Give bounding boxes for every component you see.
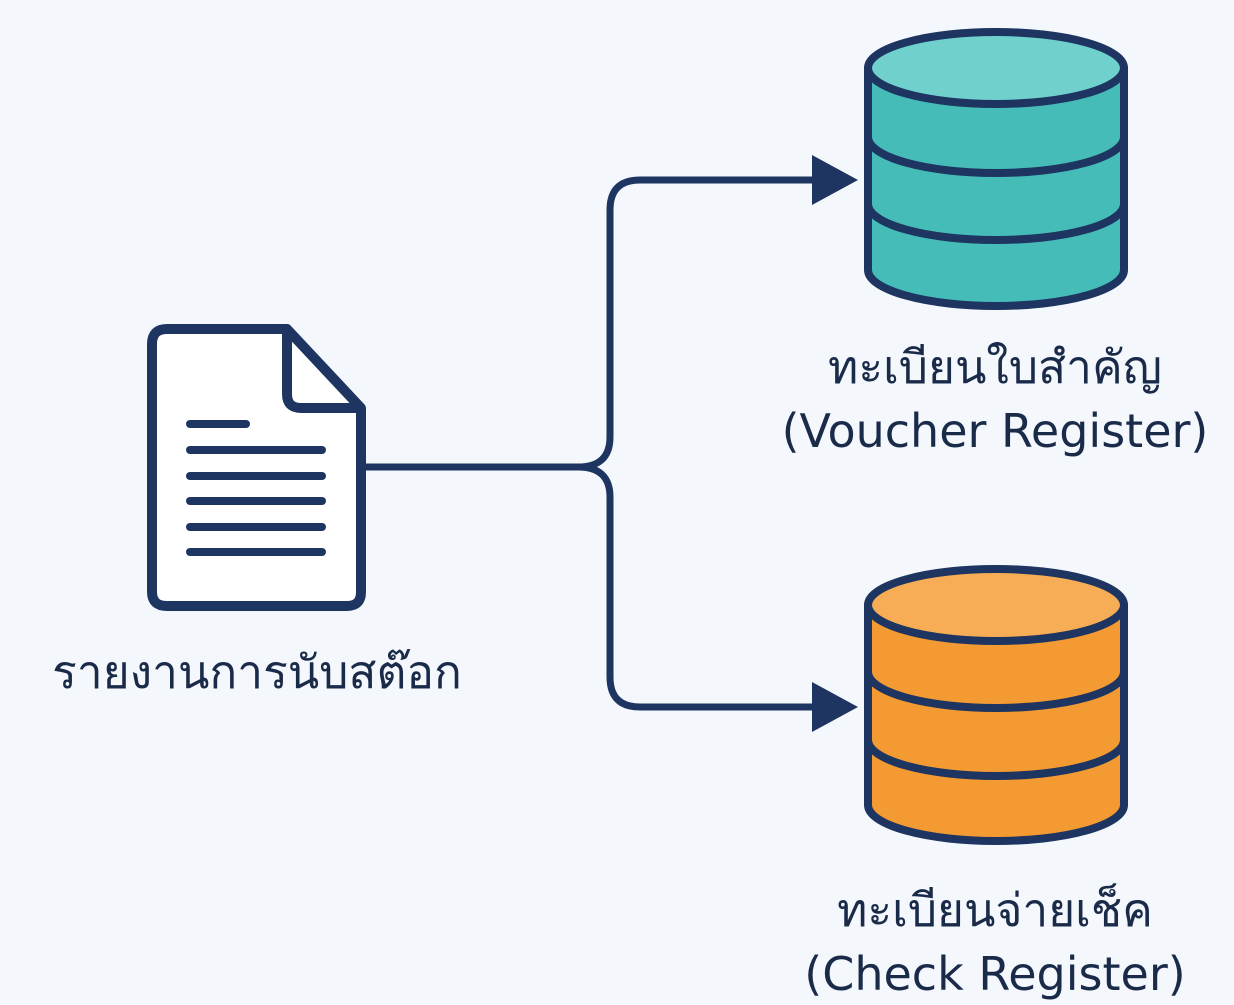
arrowhead-voucher [812, 155, 858, 205]
document-text-lines [186, 420, 326, 556]
document-icon [147, 324, 366, 611]
connector-trunk [358, 176, 824, 471]
database-icon-check [864, 565, 1128, 845]
check-register-label: ทะเบียนจ่ายเช็ค (Check Register) [780, 878, 1210, 1005]
database-icon-voucher [864, 28, 1128, 310]
source-label-text: รายงานการนับสต๊อก [52, 645, 462, 699]
arrowhead-check [812, 682, 858, 732]
voucher-register-label-en: (Voucher Register) [781, 404, 1209, 458]
voucher-register-label: ทะเบียนใบสำคัญ (Voucher Register) [755, 335, 1234, 463]
check-register-label-en: (Check Register) [804, 947, 1186, 1001]
connector-lines [358, 176, 824, 711]
connector-branch-lower [574, 463, 824, 711]
source-label: รายงานการนับสต๊อก [22, 640, 492, 704]
voucher-register-label-th: ทะเบียนใบสำคัญ [828, 340, 1162, 394]
check-register-label-th: ทะเบียนจ่ายเช็ค [837, 883, 1153, 937]
